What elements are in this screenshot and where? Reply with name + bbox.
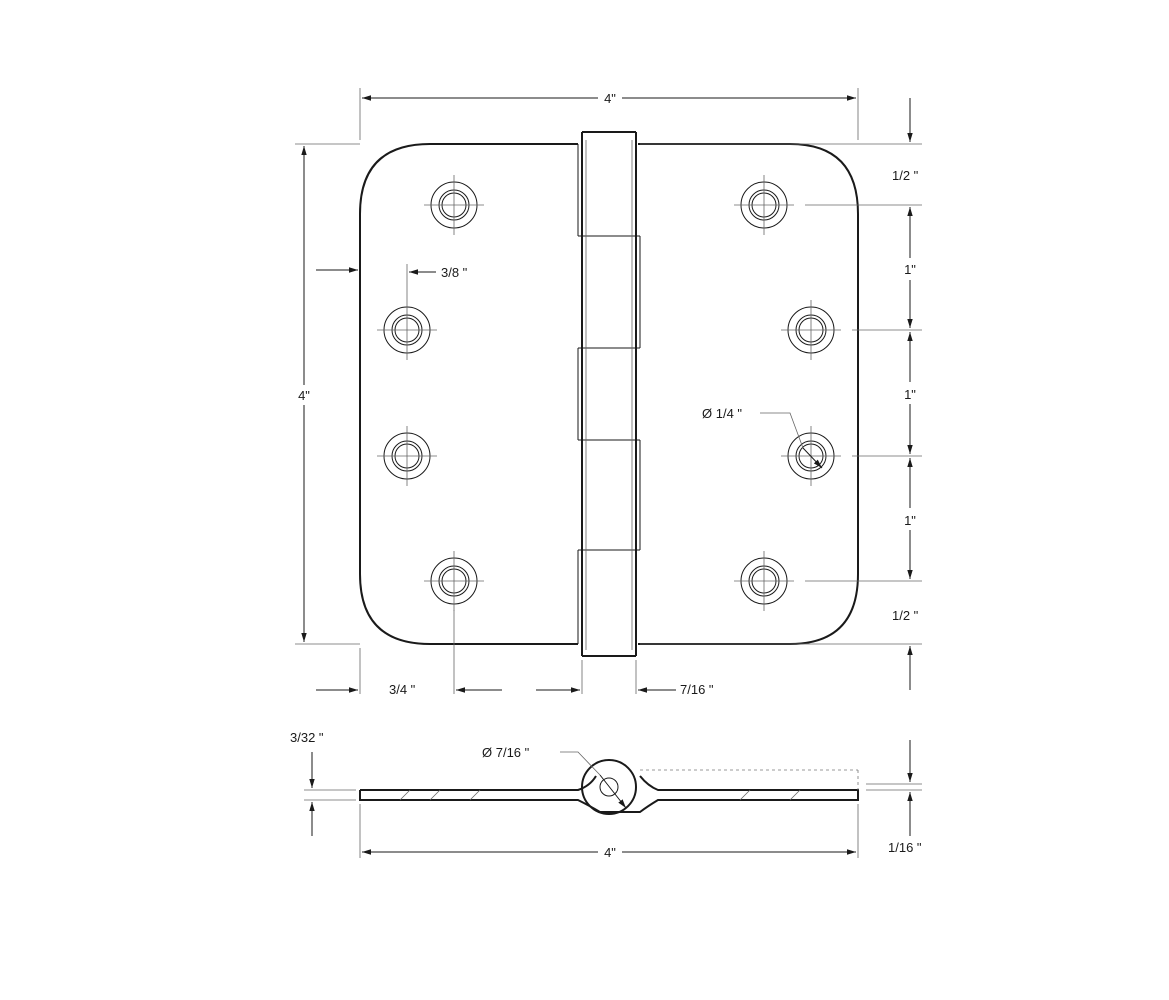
dim-label: 3/8 " (441, 265, 468, 280)
dim-label: 3/32 " (290, 730, 324, 745)
dim-label: 1/2 " (892, 608, 919, 623)
dim-label: 1" (904, 387, 916, 402)
dim-thickness-right: 1/16 " (866, 740, 922, 855)
left-leaf (359, 143, 578, 645)
dim-label: 1/16 " (888, 840, 922, 855)
dim-label: Ø 7/16 " (482, 745, 530, 760)
dim-bottom-horizontal: 3/4 " 7/16 " (316, 610, 714, 697)
dim-pin-diameter: Ø 7/16 " (482, 745, 627, 809)
dim-label: 7/16 " (680, 682, 714, 697)
hole-icon (377, 300, 437, 360)
dim-label: 4" (604, 91, 616, 106)
dim-hole-diameter: Ø 1/4 " (702, 406, 823, 469)
dim-label: 4" (604, 845, 616, 860)
screw-holes (377, 175, 841, 611)
hole-icon (734, 551, 794, 611)
dim-hole-offset: 3/8 " (406, 264, 468, 300)
dim-right-chain: 1/2 " 1" 1" 1" 1/2 " (640, 98, 922, 690)
hole-icon (734, 175, 794, 235)
pin-knuckle-icon (581, 759, 637, 815)
dim-top-width: 4" (359, 88, 859, 140)
dim-label: 3/4 " (389, 682, 416, 697)
right-leaf (638, 143, 859, 645)
hole-icon (781, 300, 841, 360)
hole-icon (377, 426, 437, 486)
dim-label: 1" (904, 513, 916, 528)
pin-icon (599, 777, 619, 797)
dim-side-width: 4" (359, 804, 859, 860)
side-leaf (359, 775, 859, 813)
side-view: Ø 7/16 " 3/32 " 1/16 " 4" (290, 730, 922, 860)
dim-left-height: 4" (295, 143, 360, 645)
dim-thickness-left: 3/32 " (290, 730, 356, 836)
dim-label: Ø 1/4 " (702, 406, 742, 421)
front-view: 4" 4" 3/8 " 1/2 " (295, 88, 922, 697)
dim-label: 1/2 " (892, 168, 919, 183)
dim-label: 1" (904, 262, 916, 277)
hole-icon (424, 551, 484, 611)
hole-icon (424, 175, 484, 235)
knuckle-barrel (577, 131, 641, 657)
dim-label: 4" (298, 388, 310, 403)
